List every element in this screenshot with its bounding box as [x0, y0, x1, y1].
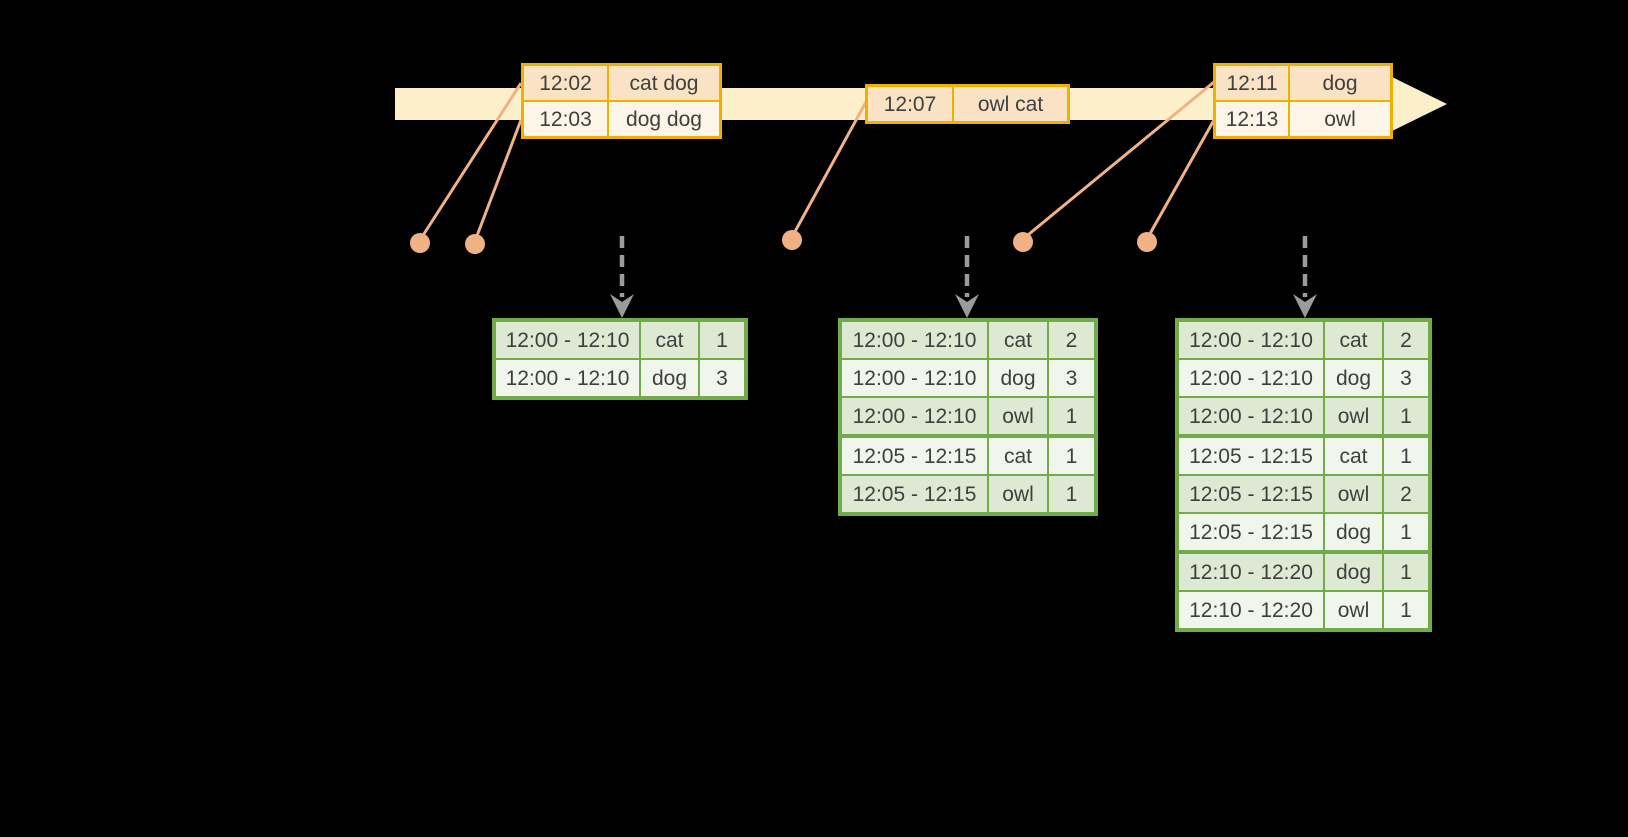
event-row: 12:13 owl — [1216, 102, 1390, 136]
trigger-arrow-head — [1293, 294, 1317, 318]
event-time-cell: 12:13 — [1216, 102, 1288, 136]
result-row: 12:00 - 12:10 cat 1 — [496, 322, 744, 358]
result-row: 12:00 - 12:10 cat 2 — [1179, 322, 1428, 358]
window-cell: 12:05 - 12:15 — [1179, 476, 1323, 512]
word-cell: owl — [1325, 476, 1382, 512]
count-cell: 1 — [700, 322, 744, 358]
window-cell: 12:05 - 12:15 — [1179, 438, 1323, 474]
count-cell: 1 — [1049, 438, 1094, 474]
connector-line — [1022, 80, 1215, 241]
event-table: 12:02 cat dog 12:03 dog dog — [521, 63, 722, 139]
event-table: 12:07 owl cat — [865, 84, 1070, 124]
event-table: 12:11 dog 12:13 owl — [1213, 63, 1393, 139]
window-cell: 12:00 - 12:10 — [1179, 398, 1323, 434]
result-row: 12:05 - 12:15 dog 1 — [1179, 514, 1428, 550]
event-words-cell: cat dog — [609, 66, 719, 100]
word-cell: owl — [989, 476, 1047, 512]
word-cell: dog — [1325, 514, 1382, 550]
word-cell: dog — [989, 360, 1047, 396]
event-row: 12:11 dog — [1216, 66, 1390, 100]
event-words-cell: owl — [1290, 102, 1390, 136]
window-cell: 12:00 - 12:10 — [1179, 322, 1323, 358]
result-row: 12:05 - 12:15 cat 1 — [1179, 438, 1428, 474]
word-cell: owl — [1325, 398, 1382, 434]
word-cell: dog — [641, 360, 698, 396]
result-row: 12:00 - 12:10 owl 1 — [1179, 398, 1428, 434]
connector-line — [473, 119, 523, 242]
count-cell: 3 — [1384, 360, 1428, 396]
result-row: 12:10 - 12:20 owl 1 — [1179, 592, 1428, 628]
window-cell: 12:10 - 12:20 — [1179, 554, 1323, 590]
window-cell: 12:00 - 12:10 — [842, 398, 987, 434]
count-cell: 1 — [1384, 554, 1428, 590]
event-words-cell: dog — [1290, 66, 1390, 100]
event-dot — [782, 230, 802, 250]
word-cell: cat — [989, 322, 1047, 358]
window-cell: 12:00 - 12:10 — [842, 322, 987, 358]
event-dot — [1013, 232, 1033, 252]
count-cell: 1 — [1049, 398, 1094, 434]
event-row: 12:02 cat dog — [524, 66, 719, 100]
event-time-cell: 12:07 — [868, 87, 952, 121]
window-cell: 12:05 - 12:15 — [1179, 514, 1323, 550]
count-cell: 1 — [1384, 438, 1428, 474]
result-table: 12:00 - 12:10 cat 2 12:00 - 12:10 dog 3 … — [1175, 318, 1432, 632]
trigger-arrow-head — [955, 294, 979, 318]
count-cell: 1 — [1384, 592, 1428, 628]
event-time-cell: 12:03 — [524, 102, 607, 136]
event-time-cell: 12:11 — [1216, 66, 1288, 100]
window-cell: 12:05 - 12:15 — [842, 438, 987, 474]
count-cell: 1 — [1384, 398, 1428, 434]
connector-line — [790, 101, 868, 238]
result-row: 12:05 - 12:15 cat 1 — [842, 438, 1094, 474]
window-cell: 12:00 - 12:10 — [1179, 360, 1323, 396]
window-cell: 12:05 - 12:15 — [842, 476, 987, 512]
result-table: 12:00 - 12:10 cat 1 12:00 - 12:10 dog 3 — [492, 318, 748, 400]
count-cell: 1 — [1384, 514, 1428, 550]
connector-line — [418, 82, 523, 241]
window-cell: 12:00 - 12:10 — [496, 322, 639, 358]
window-cell: 12:00 - 12:10 — [842, 360, 987, 396]
word-cell: cat — [1325, 322, 1382, 358]
event-dot — [1137, 232, 1157, 252]
count-cell: 3 — [700, 360, 744, 396]
window-cell: 12:00 - 12:10 — [496, 360, 639, 396]
event-dot — [410, 233, 430, 253]
result-row: 12:05 - 12:15 owl 1 — [842, 476, 1094, 512]
word-cell: owl — [989, 398, 1047, 434]
result-row: 12:00 - 12:10 dog 3 — [496, 360, 744, 396]
word-cell: cat — [641, 322, 698, 358]
word-cell: cat — [989, 438, 1047, 474]
trigger-arrow-head — [610, 294, 634, 318]
event-words-cell: dog dog — [609, 102, 719, 136]
word-cell: dog — [1325, 360, 1382, 396]
event-words-cell: owl cat — [954, 87, 1067, 121]
event-dot — [465, 234, 485, 254]
window-cell: 12:10 - 12:20 — [1179, 592, 1323, 628]
word-cell: owl — [1325, 592, 1382, 628]
result-table: 12:00 - 12:10 cat 2 12:00 - 12:10 dog 3 … — [838, 318, 1098, 516]
result-row: 12:05 - 12:15 owl 2 — [1179, 476, 1428, 512]
result-row: 12:00 - 12:10 owl 1 — [842, 398, 1094, 434]
event-row: 12:07 owl cat — [868, 87, 1067, 121]
count-cell: 1 — [1049, 476, 1094, 512]
event-time-cell: 12:02 — [524, 66, 607, 100]
count-cell: 2 — [1049, 322, 1094, 358]
word-cell: cat — [1325, 438, 1382, 474]
count-cell: 2 — [1384, 476, 1428, 512]
count-cell: 3 — [1049, 360, 1094, 396]
result-row: 12:00 - 12:10 dog 3 — [1179, 360, 1428, 396]
count-cell: 2 — [1384, 322, 1428, 358]
result-row: 12:00 - 12:10 cat 2 — [842, 322, 1094, 358]
event-row: 12:03 dog dog — [524, 102, 719, 136]
word-cell: dog — [1325, 554, 1382, 590]
result-row: 12:00 - 12:10 dog 3 — [842, 360, 1094, 396]
connector-line — [1145, 119, 1216, 240]
result-row: 12:10 - 12:20 dog 1 — [1179, 554, 1428, 590]
